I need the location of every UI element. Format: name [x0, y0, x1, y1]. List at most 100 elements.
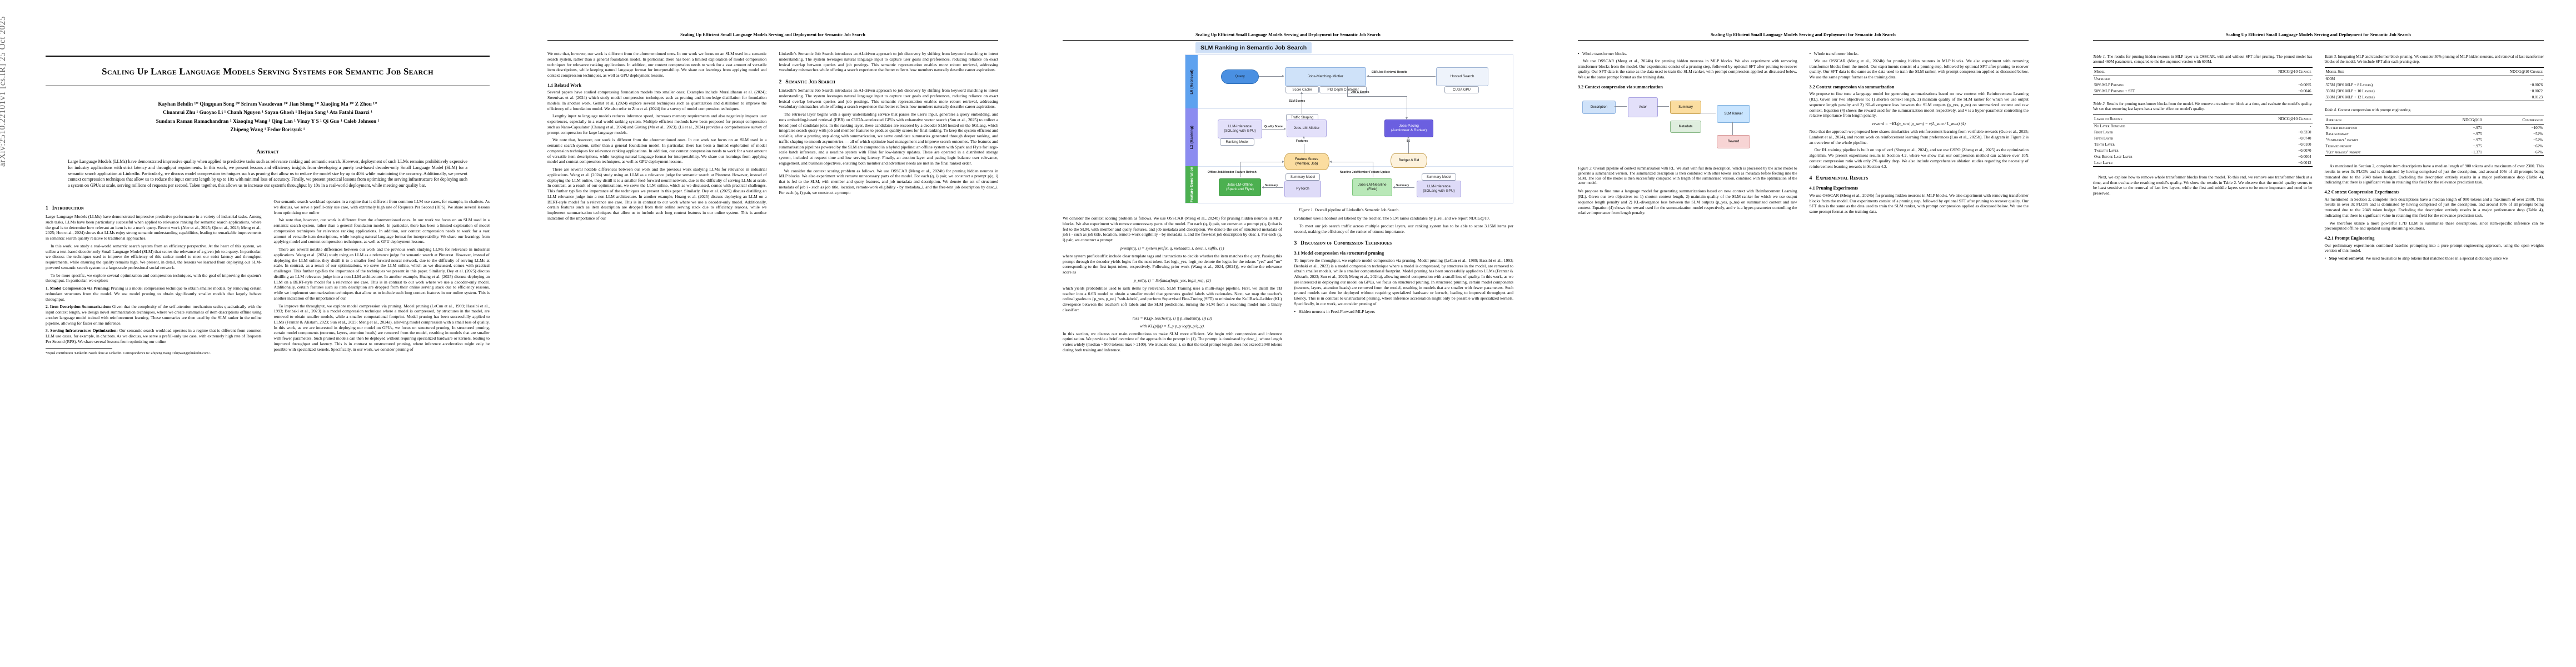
table-row: Fifth Layer−0.0740 — [2093, 136, 2313, 142]
cell: Twelfth Layer — [2094, 148, 2119, 153]
node-summary-model-2: Summary Model — [1422, 173, 1456, 181]
cell: −0.0004 — [2298, 155, 2311, 160]
figure-1-caption: Figure 1. Overall pipeline of LinkedIn's… — [1185, 207, 1513, 212]
cell: −.975 — [2473, 131, 2482, 136]
table-header-row: Model NDCG@10 Change — [2093, 67, 2313, 76]
cell: Trimmed prompt — [2325, 143, 2352, 148]
cell: Fifth Layer — [2094, 136, 2114, 141]
node-summary-model-1: Summary Model — [1285, 173, 1320, 181]
author-line-1: Kayhan Behdin ¹* Qingquan Song ²* Sriram… — [158, 102, 377, 108]
bullet-text: We used heuristics to strip tokens that … — [2365, 256, 2508, 261]
cell: "Summarize" prompt — [2325, 137, 2359, 142]
column-header: NDCG@10 Change — [2278, 69, 2311, 74]
paragraph: We propose to fine tune a language model… — [1578, 188, 1797, 216]
table-header-row: Layer to Remove NDCG@10 Change — [2093, 115, 2313, 123]
table-4-caption: Table 4. Context compression with prompt… — [2325, 108, 2544, 113]
lane-label: Feature Generation — [1189, 166, 1194, 203]
table-caption-text: Context compression with prompt engineer… — [2338, 107, 2411, 112]
cell: −100% — [2531, 125, 2543, 130]
column-header: Compression — [2522, 117, 2543, 123]
edge-label-nearline-update: Nearline Job/Member Feature Update — [1340, 171, 1391, 174]
figure-caption-text: Overall pipeline of LinkedIn's Semantic … — [1314, 207, 1399, 212]
paragraph: Our preliminary experiments combined bas… — [2324, 242, 2544, 253]
node-jobs-matching-midtier: Jobs-Matching-Midtier — [1285, 67, 1366, 86]
edge-hosted-to-midtier — [1367, 76, 1436, 77]
edge-label-ebr: EBR Job Retrieval Results — [1372, 71, 1407, 74]
table-2-caption: Table 2. Results for pruning transformer… — [2093, 102, 2313, 112]
fig2-node-description: Description — [1582, 100, 1616, 114]
edge-query-to-midtier — [1259, 76, 1282, 77]
list-item-label: 1. Model Compression via Pruning: — [46, 286, 110, 291]
node-cuda-gpu: CUDA GPU — [1444, 86, 1479, 93]
table-row: Last Layer−0.0013 — [2093, 160, 2313, 167]
paragraph: We note that, however, our work is diffe… — [547, 51, 767, 78]
section-title: Semantic Job Search — [785, 79, 835, 85]
edge-label-dollars: $$ — [1407, 140, 1410, 143]
paragraph: We therefore utilize a more powerful 1.7… — [2324, 220, 2544, 231]
paragraph: To be more specific, we explore several … — [46, 272, 262, 283]
running-header: Scaling Up Efficient Small Language Mode… — [2226, 32, 2411, 37]
cell: −1.371 — [2471, 150, 2482, 155]
table-label: Table 4. — [2324, 107, 2337, 112]
equation-4: with KL(p||q) = Σ_y p_y log(p_y/q_y). — [1139, 323, 1205, 328]
column-header: NDCG@10 — [2462, 117, 2482, 123]
table-row: No item description−.971−100% — [2325, 125, 2544, 131]
author-line-2: Chuanrui Zhu ¹ Guoyao Li ¹ Chanh Nguyen … — [163, 110, 372, 116]
header-rule — [1063, 40, 1513, 41]
list-item-text: Our semantic search workload operates in… — [46, 328, 262, 344]
subsection-heading-related-work: 1.1 Related Work — [547, 82, 582, 88]
edge-label-offline-refresh: Offline Job/Member Feature Refresh — [1208, 171, 1257, 174]
edge-job-scores-h — [1347, 96, 1407, 97]
arrow-icon — [1282, 74, 1284, 77]
table-row: 50% MLP Pruning + SFT−0.0046 — [2093, 88, 2313, 95]
lane-divider — [1198, 166, 1513, 167]
list-item-label: 3. Serving Infrastructure Optimization: — [46, 328, 118, 334]
subsection-heading-context-compression-2: 3.2 Context compression via summarizatio… — [1809, 84, 1895, 89]
column-header: Model — [2094, 69, 2105, 74]
cell: First Layer — [2094, 130, 2113, 135]
title-rule-top — [46, 56, 490, 57]
cell: 600M — [2325, 77, 2335, 82]
table-row: First Layer−0.3350 — [2093, 130, 2313, 136]
table-row: 375M (50% MLP + 8 Layers)−0.0076 — [2325, 82, 2544, 88]
bullet-label: Stop word removal: — [2329, 256, 2365, 261]
figure-caption-text: Overall pipeline of context summarizatio… — [1578, 166, 1797, 186]
arrow-icon — [1367, 74, 1369, 77]
table-label: Table 3. — [2324, 54, 2337, 59]
table-row: Twelfth Layer−0.0070 — [2093, 148, 2313, 154]
table-2: Layer to Remove NDCG@10 Change No Layer … — [2093, 115, 2313, 167]
edge-label-quality-score: Quality Score — [1264, 125, 1283, 128]
subsection-heading-context-compression: 3.2 Context compression via summarizatio… — [1578, 84, 1663, 89]
node-jobs-lm-nearline: Jobs-LM-Nearline (Flink) — [1352, 178, 1392, 196]
page-1: arXiv:2510.22101v1 [cs.IR] 25 Oct 2025 S… — [0, 0, 515, 667]
column-header: Approach — [2325, 117, 2341, 123]
section-number: 1 — [46, 205, 48, 212]
edge-label-summary-2: Summary — [1396, 184, 1409, 187]
lane-l0-retrieval: L0 (Retrieval) — [1185, 55, 1198, 108]
cell: −67% — [2533, 150, 2543, 155]
fig2-node-actor: Actor — [1628, 97, 1658, 117]
paragraph: Evaluation uses a holdout set labeled by… — [1294, 216, 1490, 221]
table-4: Approach NDCG@10 Compression No item des… — [2324, 116, 2544, 156]
lane-label: L0 (Retrieval) — [1189, 69, 1194, 94]
arrow-icon — [1262, 186, 1264, 188]
cell: "Key phrases" prompt — [2325, 150, 2361, 155]
paragraph: To meet our job search traffic across mu… — [1294, 223, 1514, 234]
table-row: 350M (50% MLP + 10 Layers)−0.0072 — [2325, 88, 2544, 94]
figure-2: Description Actor Summary Metadata SLM R… — [1578, 93, 1797, 186]
edge-summary-2 — [1393, 187, 1414, 188]
arrow-icon — [1302, 136, 1305, 138]
author-list: Kayhan Behdin ¹* Qingquan Song ²* Sriram… — [46, 86, 490, 135]
abstract-text: Large Language Models (LLMs) have demons… — [68, 158, 467, 188]
table-label: Table 1. — [2093, 54, 2106, 59]
paragraph: There are several notable differences be… — [547, 167, 767, 221]
cell: - — [2310, 77, 2311, 82]
paragraph: where system prefix/suffix include clear… — [1063, 253, 1282, 275]
equation-3: loss = KL(p_teacher(q, i) || p_student(q… — [1132, 315, 1212, 321]
running-header: Scaling Up Efficient Small Language Mode… — [1195, 32, 1381, 37]
cell: - — [2541, 77, 2543, 82]
paragraph: which yields probabilities used to rank … — [1063, 285, 1282, 312]
cell: −0.0100 — [2298, 142, 2311, 147]
page-4: Scaling Up Efficient Small Language Mode… — [1546, 0, 2061, 667]
